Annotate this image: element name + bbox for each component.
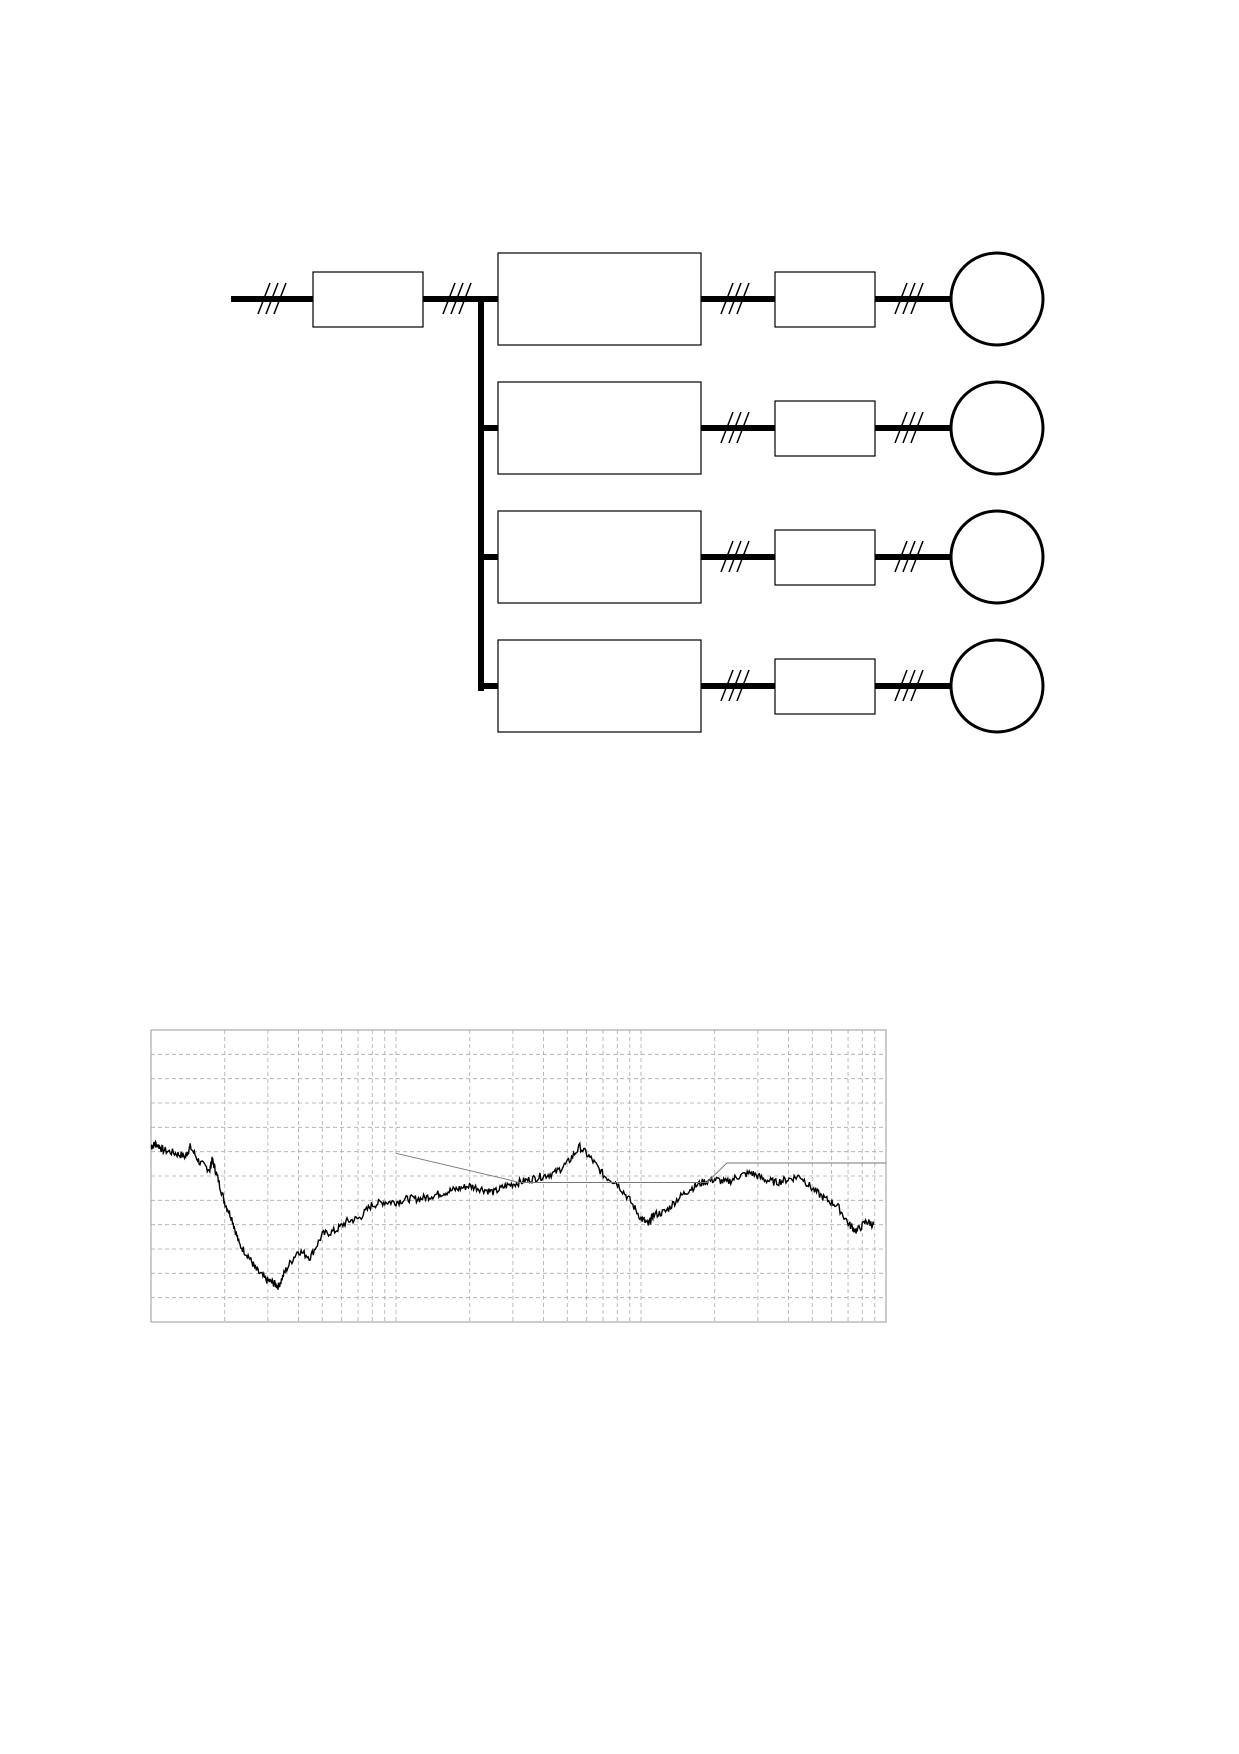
three-phase-mark [720, 540, 750, 573]
three-phase-mark [720, 411, 750, 444]
motor-circle [949, 251, 1045, 347]
branch-1 [478, 251, 1045, 347]
measured-response-line [150, 1139, 875, 1290]
branch-4 [478, 638, 1045, 734]
drive-system-diagram [231, 251, 1045, 734]
three-phase-mark [894, 411, 924, 444]
motor-circle [949, 638, 1045, 734]
branch-3 [478, 509, 1045, 605]
three-phase-mark [894, 669, 924, 702]
three-phase-mark [442, 282, 472, 315]
motor-circle [949, 509, 1045, 605]
filter-box [774, 529, 876, 586]
three-phase-mark [720, 282, 750, 315]
filter-box [774, 658, 876, 715]
input-transformer-box [312, 271, 424, 328]
inverter-box [497, 639, 702, 733]
branch-2 [478, 380, 1045, 476]
inverter-box [497, 381, 702, 475]
motor-circle [949, 380, 1045, 476]
three-phase-mark [894, 282, 924, 315]
three-phase-mark [720, 669, 750, 702]
limit-line [395, 1152, 886, 1183]
horizontal-gridlines [151, 1053, 886, 1299]
filter-box [774, 271, 876, 328]
three-phase-mark [894, 540, 924, 573]
three-phase-mark [257, 282, 287, 315]
inverter-box [497, 252, 702, 346]
series-layer [150, 1139, 886, 1290]
inverter-box [497, 510, 702, 604]
